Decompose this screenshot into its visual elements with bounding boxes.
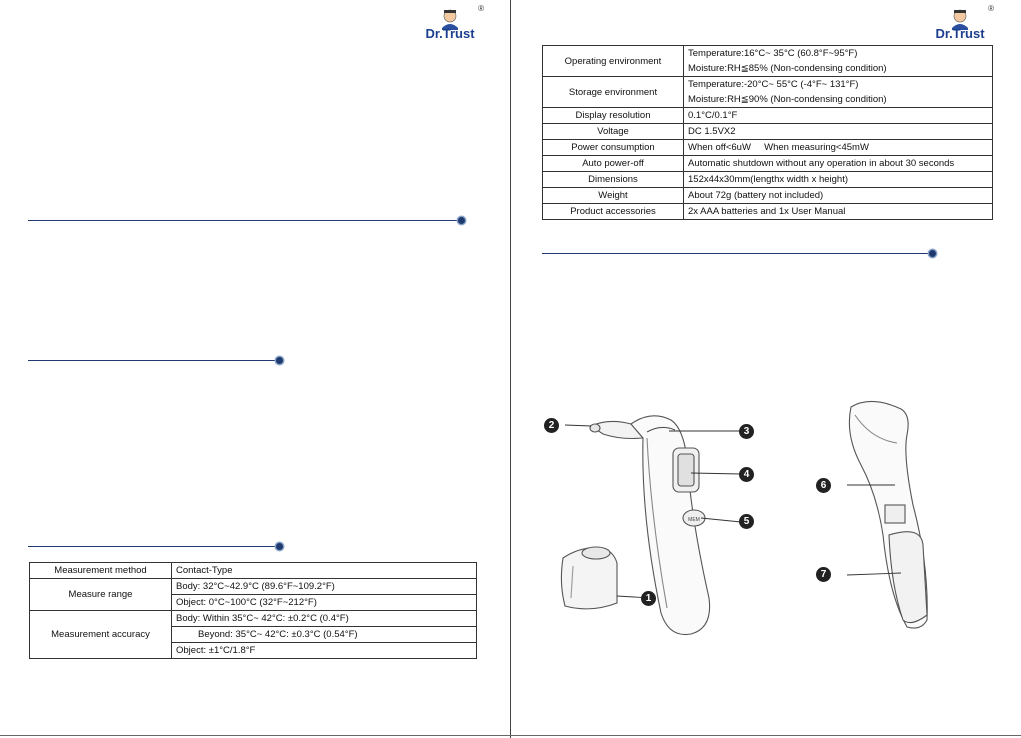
table-row: Weight About 72g (battery not included) <box>542 187 993 204</box>
callout-1: 1 <box>641 591 656 606</box>
page-divider <box>510 0 511 738</box>
callout-3: 3 <box>739 424 754 439</box>
table-cell-label: Display resolution <box>542 107 684 124</box>
table-cell-label: Measure range <box>29 578 172 611</box>
logo-text: Dr.Trust <box>935 26 985 41</box>
table-row: Voltage DC 1.5VX2 <box>542 123 993 140</box>
table-cell-label: Auto power-off <box>542 155 684 172</box>
table-cell-value: Contact-Type <box>171 562 477 579</box>
section-rule-1 <box>28 220 458 221</box>
table-cell-value: Temperature:-20°C~ 55°C (-4°F~ 131°F) <box>683 76 993 92</box>
table-cell-value: Automatic shutdown without any operation… <box>683 155 993 172</box>
section-rule-2 <box>28 360 276 361</box>
section-rule-4 <box>542 253 929 254</box>
table-cell-value: Object: 0°C~100°C (32°F~212°F) <box>171 594 477 611</box>
thermometer-back-illustration <box>846 400 928 629</box>
logo-text: Dr.Trust <box>425 26 475 41</box>
section-rule-dot-2 <box>276 357 283 364</box>
registered-mark: ® <box>478 4 484 13</box>
table-cell-value: 0.1°C/0.1°F <box>683 107 993 124</box>
section-rule-dot-3 <box>276 543 283 550</box>
table-cell-value: Body: 32°C~42.9°C (89.6°F~109.2°F) <box>171 578 477 595</box>
table-cell-label: Operating environment <box>542 45 684 77</box>
table-cell-label: Dimensions <box>542 171 684 188</box>
section-rule-dot-4 <box>929 250 936 257</box>
table-row: Object: ±1°C/1.8°F <box>30 642 477 659</box>
table-cell-value: When off<6uW When measuring<45mW <box>683 139 993 156</box>
table-cell-value: About 72g (battery not included) <box>683 187 993 204</box>
table-cell-label: Product accessories <box>542 203 684 220</box>
brand-logo: Dr.Trust ® <box>928 4 994 41</box>
device-spec-table: Operating environment Temperature:16°C~ … <box>542 45 993 220</box>
table-cell-value: Beyond: 35°C~ 42°C: ±0.3°C (0.54°F) <box>171 626 477 643</box>
registered-mark: ® <box>988 4 994 13</box>
table-cell-label: Measurement method <box>29 562 172 579</box>
section-rule-dot-1 <box>458 217 465 224</box>
table-row: Measure range Body: 32°C~42.9°C (89.6°F~… <box>29 578 477 611</box>
right-page: Dr.Trust ® Operating environment Tempera… <box>511 0 1021 738</box>
table-cell-value: Moisture:RH≦85% (Non-condensing conditio… <box>683 61 993 77</box>
table-cell-label: Power consumption <box>542 139 684 156</box>
callout-2: 2 <box>544 418 559 433</box>
table-cell-value: 152x44x30mm(lengthx width x height) <box>683 171 993 188</box>
callout-4: 4 <box>739 467 754 482</box>
table-cell-label: Weight <box>542 187 684 204</box>
table-row: Display resolution 0.1°C/0.1°F <box>542 107 993 124</box>
callout-5: 5 <box>739 514 754 529</box>
callout-6: 6 <box>816 478 831 493</box>
mem-button-label: MEM <box>688 517 700 523</box>
table-row: Measurement method Contact-Type <box>29 562 477 579</box>
table-row: Operating environment Temperature:16°C~ … <box>542 45 993 77</box>
table-cell-value: Body: Within 35°C~ 42°C: ±0.2°C (0.4°F) <box>171 610 477 627</box>
table-cell-value: DC 1.5VX2 <box>683 123 993 140</box>
table-row: Product accessories 2x AAA batteries and… <box>542 203 993 220</box>
brand-logo: Dr.Trust ® <box>418 4 484 41</box>
table-cell-label: Storage environment <box>542 76 684 108</box>
table-cell-value: Object: ±1°C/1.8°F <box>171 642 477 659</box>
table-cell-value: 2x AAA batteries and 1x User Manual <box>683 203 993 220</box>
table-cell-value: Temperature:16°C~ 35°C (60.8°F~95°F) <box>683 45 993 61</box>
table-cell-label: Measurement accuracy <box>29 610 172 659</box>
left-page: Dr.Trust ® Measurement method Contact-Ty… <box>0 0 510 738</box>
measurement-spec-table: Measurement method Contact-Type Measure … <box>29 562 477 659</box>
thermometer-front-illustration: MEM <box>560 415 742 636</box>
bottom-rule <box>0 735 1021 736</box>
table-cell-label: Voltage <box>542 123 684 140</box>
callout-7: 7 <box>816 567 831 582</box>
table-row: Auto power-off Automatic shutdown withou… <box>542 155 993 172</box>
table-cell-value: Moisture:RH≦90% (Non-condensing conditio… <box>683 92 993 108</box>
table-row: Storage environment Temperature:-20°C~ 5… <box>542 76 993 108</box>
table-row: Dimensions 152x44x30mm(lengthx width x h… <box>542 171 993 188</box>
section-rule-3 <box>28 546 276 547</box>
table-row: Power consumption When off<6uW When meas… <box>542 139 993 156</box>
table-row: Measurement accuracy Body: Within 35°C~ … <box>29 610 477 659</box>
